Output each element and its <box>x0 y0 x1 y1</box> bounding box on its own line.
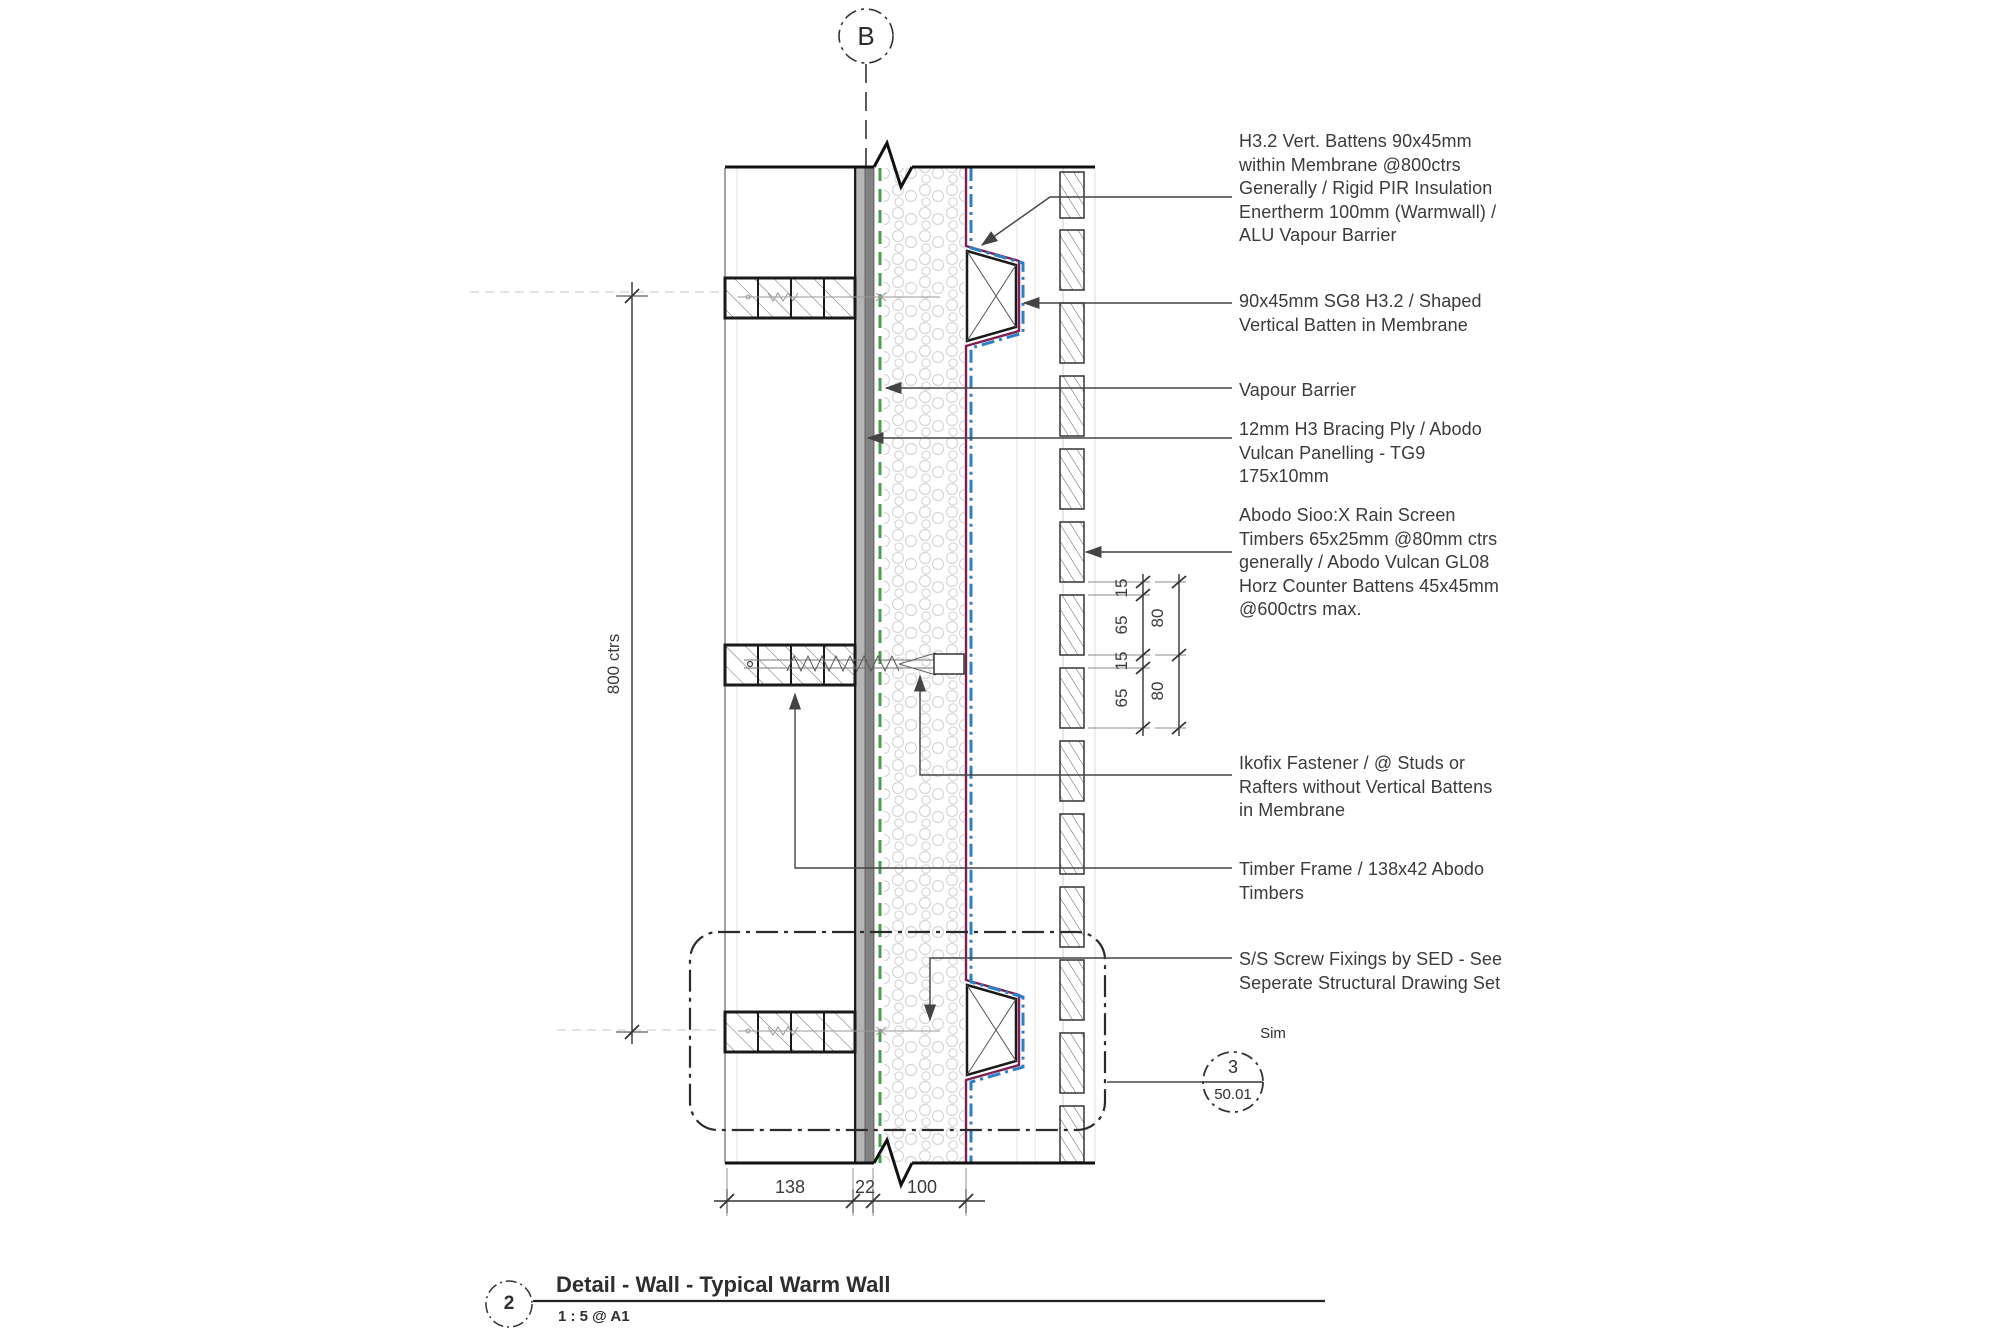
annotation-batten-membrane: H3.2 Vert. Battens 90x45mm within Membra… <box>1239 131 1497 245</box>
timber-frame-dwangs <box>723 276 857 1054</box>
annotation-vapour-barrier: Vapour Barrier <box>1239 380 1357 400</box>
dim-pitch-2: 80 <box>1148 681 1167 701</box>
dimension-cladding <box>1088 574 1187 736</box>
dimension-800ctrs <box>616 282 648 1044</box>
dim-pitch-1: 80 <box>1148 608 1167 628</box>
view-title: Detail - Wall - Typical Warm Wall <box>556 1272 891 1297</box>
view-title-graphics <box>485 1280 1325 1328</box>
annotation-bracing-ply: 12mm H3 Bracing Ply / Abodo Vulcan Panel… <box>1239 419 1482 486</box>
annotation-shaped-batten: 90x45mm SG8 H3.2 / Shaped Vertical Batte… <box>1239 291 1482 335</box>
detail-callout-bubble <box>1202 1051 1264 1113</box>
annotation-screw-fixings: S/S Screw Fixings by SED - See Seperate … <box>1239 949 1503 993</box>
callout-sheet-number: 50.01 <box>1214 1086 1252 1103</box>
bracing-ply-layer <box>855 168 875 1163</box>
callout-sim-label: Sim <box>1260 1025 1286 1042</box>
fastener-bottom-simplified <box>738 1026 940 1036</box>
view-scale: 1 : 5 @ A1 <box>558 1308 630 1325</box>
annotation-timber-frame: Timber Frame / 138x42 Abodo Timbers <box>1239 859 1485 903</box>
dim-board-2: 65 <box>1112 688 1131 708</box>
grid-line-b <box>838 8 894 166</box>
shaped-vertical-batten-bottom <box>965 983 1018 1077</box>
annotation-rain-screen: Abodo Sioo:X Rain Screen Timbers 65x25mm… <box>1239 505 1499 619</box>
dimension-wall-layers <box>714 1168 985 1216</box>
wall-top-edge <box>725 139 1095 191</box>
wall-bottom-edge <box>725 1136 1095 1190</box>
detail-region-box <box>688 930 1203 1132</box>
view-title-number: 2 <box>503 1293 515 1314</box>
ikofix-fastener-detailed <box>744 652 965 676</box>
fastener-top-simplified <box>738 292 940 302</box>
annotation-ikofix: Ikofix Fastener / @ Studs or Rafters wit… <box>1239 753 1493 820</box>
annotation-leaders <box>788 196 1232 1022</box>
rain-screen-boards <box>1059 171 1085 1163</box>
grid-bubble-label: B <box>857 21 875 51</box>
dim-100: 100 <box>906 1177 938 1197</box>
dim-138: 138 <box>774 1177 806 1197</box>
dwang-top <box>723 276 857 320</box>
alu-vapour-membrane <box>964 168 1025 1163</box>
shaped-vertical-batten-top <box>965 249 1018 343</box>
dim-22: 22 <box>854 1177 876 1197</box>
dwang-bottom <box>723 1010 857 1054</box>
dim-800ctrs-label: 800 ctrs <box>604 633 623 695</box>
callout-detail-number: 3 <box>1227 1057 1238 1077</box>
